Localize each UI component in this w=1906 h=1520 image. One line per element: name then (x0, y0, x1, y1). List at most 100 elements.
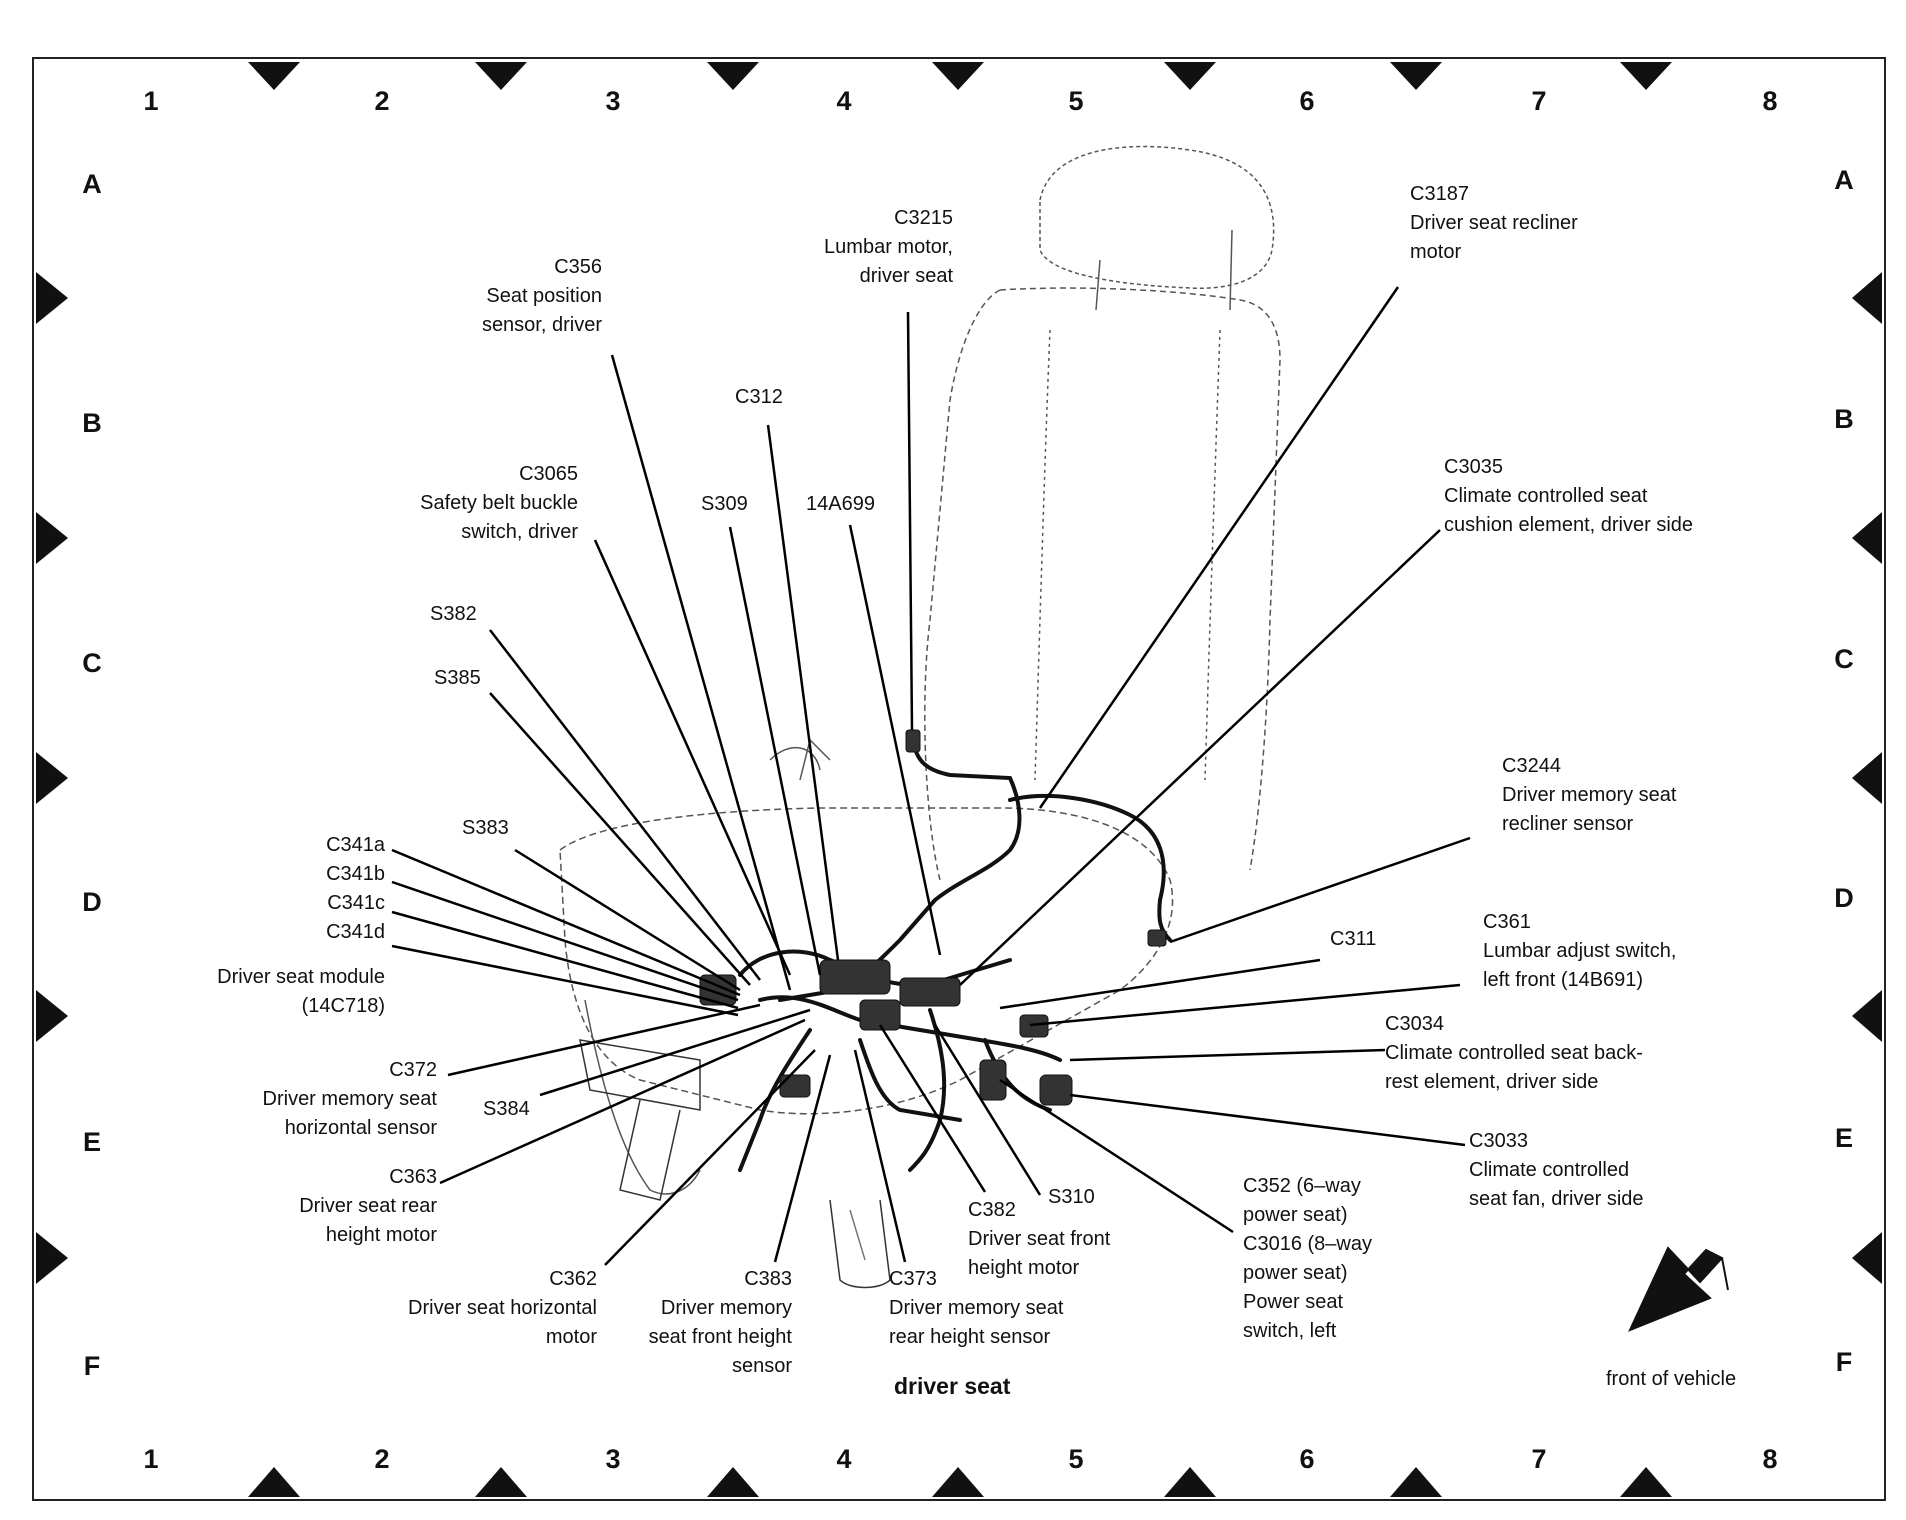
col-8-top: 8 (1762, 86, 1778, 116)
bottom-grid-markers (248, 1467, 1672, 1497)
row-f-right: F (1835, 1347, 1853, 1377)
label-c3035: C3035 Climate controlled seat cushion el… (1444, 453, 1693, 540)
label-c312-code: C312 (735, 386, 783, 408)
label-c373-desc-1: Driver memory seat (889, 1297, 1064, 1319)
label-c352-line-3: C3016 (8–way (1243, 1233, 1372, 1255)
label-c363-code: C363 (389, 1166, 437, 1188)
label-c352-c3016: C352 (6–way power seat) C3016 (8–way pow… (1243, 1172, 1372, 1346)
label-c356-code: C356 (554, 256, 602, 278)
label-c3187-desc-2: motor (1410, 241, 1462, 263)
row-a-left: A (82, 169, 102, 199)
label-c341-desc-2: (14C718) (301, 995, 385, 1017)
label-c372-code: C372 (389, 1059, 437, 1081)
row-d-right: D (1834, 883, 1854, 913)
label-c341-desc: Driver seat module (14C718) (217, 963, 385, 1021)
label-c3035-desc-1: Climate controlled seat (1444, 485, 1648, 507)
label-c3035-code: C3035 (1444, 456, 1503, 478)
label-c372-desc-1: Driver memory seat (262, 1088, 437, 1110)
label-c3244: C3244 Driver memory seat recliner sensor (1502, 752, 1676, 839)
col-3-top: 3 (605, 86, 621, 116)
label-s383: S383 (462, 814, 509, 843)
label-c356-desc-2: sensor, driver (481, 314, 602, 336)
label-s309-code: S309 (701, 493, 748, 515)
label-s382: S382 (430, 600, 477, 629)
label-c3033-desc-1: Climate controlled (1469, 1159, 1630, 1181)
label-s310-code: S310 (1048, 1186, 1095, 1208)
label-c352-line-4: power seat) (1243, 1262, 1348, 1284)
row-c-left: C (82, 648, 102, 678)
label-c383-code: C383 (744, 1268, 792, 1290)
label-c3065: C3065 Safety belt buckle switch, driver (420, 460, 578, 547)
label-s385: S385 (434, 664, 481, 693)
diagram-border (32, 57, 1886, 1501)
seat-illustration (559, 145, 1281, 1289)
label-c383: C383 Driver memory seat front height sen… (649, 1265, 792, 1381)
label-c341b-code: C341b (326, 863, 385, 885)
label-c356: C356 Seat position sensor, driver (482, 253, 602, 340)
label-c363: C363 Driver seat rear height motor (299, 1163, 437, 1250)
col-5-top: 5 (1068, 86, 1084, 116)
label-c3033-code: C3033 (1469, 1130, 1528, 1152)
left-grid-markers (36, 272, 68, 1284)
label-c3065-desc-1: Safety belt buckle (420, 492, 578, 514)
col-6-bottom: 6 (1299, 1444, 1315, 1474)
label-c3034-desc-1: Climate controlled seat back- (1385, 1042, 1643, 1064)
col-5-bottom: 5 (1068, 1444, 1084, 1474)
label-c3065-desc-2: switch, driver (461, 521, 578, 543)
label-c3215-desc-2: driver seat (859, 265, 953, 287)
label-c3034-code: C3034 (1385, 1013, 1444, 1035)
label-s384: S384 (483, 1095, 530, 1124)
label-c3034-desc-2: rest element, driver side (1385, 1071, 1599, 1093)
row-c-right: C (1834, 644, 1854, 674)
right-grid-markers (1852, 272, 1882, 1284)
label-c311-code: C311 (1330, 928, 1377, 950)
label-c3215-code: C3215 (894, 207, 953, 229)
label-c3187-code: C3187 (1410, 183, 1469, 205)
col-4-top: 4 (836, 86, 852, 116)
label-c341-group: C341a C341b C341c C341d (326, 831, 385, 947)
label-c373-code: C373 (889, 1268, 937, 1290)
label-c3033-desc-2: seat fan, driver side (1469, 1188, 1644, 1210)
front-arrow-icon (1628, 1246, 1729, 1332)
label-c361-desc-2: left front (14B691) (1483, 969, 1644, 991)
label-s385-code: S385 (434, 667, 481, 689)
label-c3187: C3187 Driver seat recliner motor (1410, 180, 1578, 267)
row-e-right: E (1834, 1123, 1853, 1153)
label-c3244-desc-1: Driver memory seat (1502, 784, 1677, 806)
col-3-bottom: 3 (605, 1444, 621, 1474)
label-c373: C373 Driver memory seat rear height sens… (889, 1265, 1063, 1352)
label-s309: S309 (701, 490, 748, 519)
top-grid-markers (248, 62, 1672, 90)
label-c3065-code: C3065 (519, 463, 578, 485)
label-c362: C362 Driver seat horizontal motor (408, 1265, 597, 1352)
row-b-right: B (1834, 404, 1854, 434)
col-2-top: 2 (374, 86, 390, 116)
label-14a699: 14A699 (806, 490, 875, 519)
wiring-harness (738, 733, 1172, 1172)
front-of-vehicle-label: front of vehicle (1606, 1368, 1737, 1390)
label-c3244-code: C3244 (1502, 755, 1561, 777)
label-c352-line-6: switch, left (1243, 1320, 1337, 1342)
label-c3215-desc-1: Lumbar motor, (824, 236, 953, 258)
col-8-bottom: 8 (1762, 1444, 1778, 1474)
row-e-left: E (82, 1127, 101, 1157)
label-c363-desc-2: height motor (325, 1224, 437, 1246)
label-c383-desc-2: seat front height (648, 1326, 792, 1348)
label-c352-line-5: Power seat (1243, 1291, 1344, 1313)
label-c352-line-2: power seat) (1243, 1204, 1348, 1226)
label-c3244-desc-2: recliner sensor (1502, 813, 1634, 835)
label-c341-desc-1: Driver seat module (217, 966, 385, 988)
row-f-left: F (83, 1351, 101, 1381)
label-c382-desc-2: height motor (968, 1257, 1080, 1279)
label-c341a-code: C341a (326, 834, 385, 856)
col-4-bottom: 4 (836, 1444, 852, 1474)
leader-lines (391, 286, 1471, 1266)
diagram-title: driver seat (894, 1373, 1011, 1399)
label-c383-desc-1: Driver memory (660, 1297, 792, 1319)
row-d-left: D (82, 887, 102, 917)
label-c362-code: C362 (549, 1268, 597, 1290)
label-14a699-code: 14A699 (806, 493, 875, 515)
label-c382: C382 Driver seat front height motor (968, 1196, 1110, 1283)
label-c373-desc-2: rear height sensor (889, 1326, 1051, 1348)
